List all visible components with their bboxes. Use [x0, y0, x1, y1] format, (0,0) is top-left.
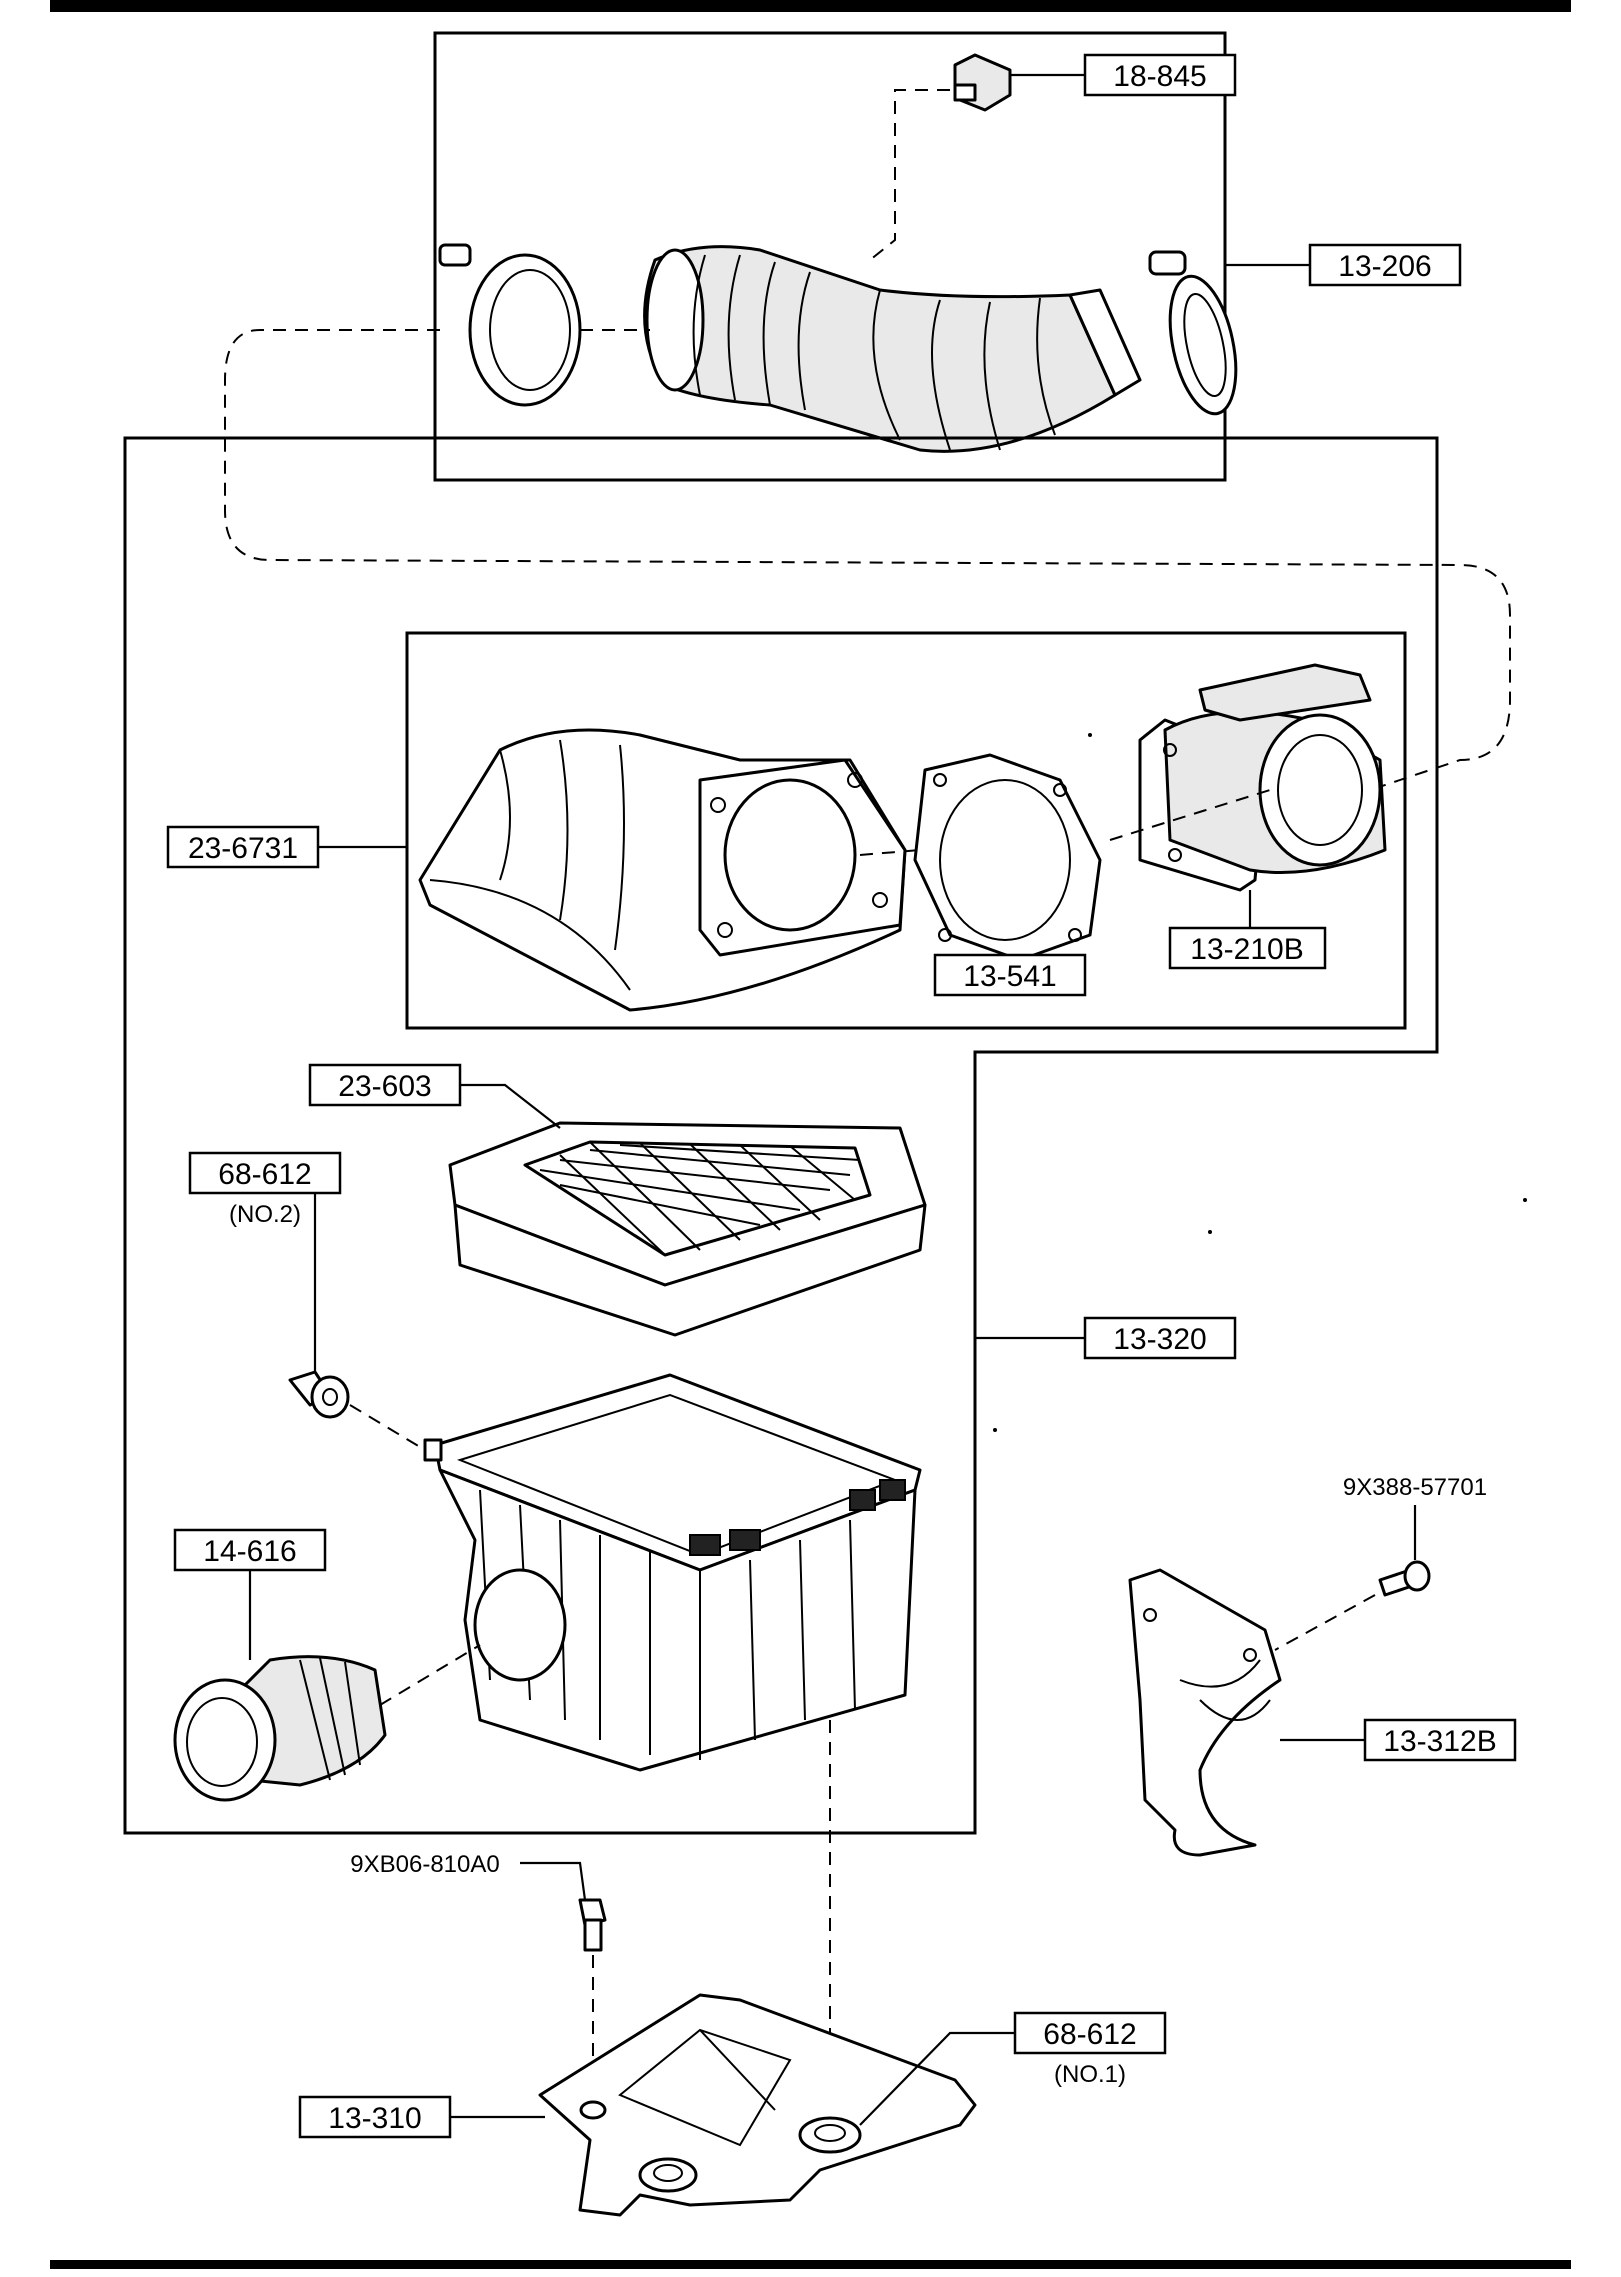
- label-23-603: 23-603: [338, 1070, 431, 1103]
- gasket-center-line: [859, 849, 921, 856]
- grommet-no2: [288, 1370, 350, 1419]
- label-18-845-box: [1083, 53, 1237, 97]
- label-68-612-no2-box: [188, 1151, 342, 1195]
- resonator-line: [379, 1644, 481, 1706]
- label-23-603-leader: [460, 1083, 561, 1129]
- label-14-616-box: [173, 1528, 327, 1572]
- label-13-320-box: [1083, 1316, 1237, 1360]
- air-temperature-sensor: [953, 53, 1012, 112]
- duct-clamp-right: [1148, 250, 1238, 416]
- mass-air-flow-sensor: [1138, 663, 1387, 892]
- maf-center-line: [1109, 789, 1271, 841]
- label-68-612-no2-sub: (NO.2): [229, 1201, 301, 1228]
- speck: [1088, 733, 1092, 737]
- air-cleaner-frame: [123, 436, 1439, 1835]
- mounting-tray: [538, 1993, 977, 2217]
- label-68-612-no2: 68-612: [218, 1158, 311, 1191]
- air-cleaner-case: [423, 1373, 922, 1772]
- label-13-210B-box: [1168, 926, 1327, 970]
- intake-resonator: [173, 1655, 387, 1802]
- label-13-310: 13-310: [328, 2102, 421, 2135]
- cover-group-frame: [405, 631, 1407, 1030]
- label-9XB06-810A0: 9XB06-810A0: [350, 1851, 499, 1878]
- label-13-210B: 13-210B: [1190, 933, 1303, 966]
- label-13-206: 13-206: [1338, 250, 1431, 283]
- label-14-616: 14-616: [203, 1535, 296, 1568]
- screw-9X388-line: [1274, 1594, 1376, 1651]
- duct-clamp-left: [438, 243, 582, 407]
- duct-group-frame: [433, 31, 1227, 482]
- air-duct: [643, 245, 1142, 453]
- top-rule: [50, 0, 1571, 12]
- label-23-603-box: [308, 1063, 462, 1107]
- label-18-845: 18-845: [1113, 60, 1206, 93]
- label-68-612-no1-leader: [859, 2031, 1015, 2126]
- air-cleaner-cover: [418, 728, 907, 1012]
- bolt-9XB06: [578, 1898, 607, 1952]
- label-68-612-no1-sub: (NO.1): [1054, 2061, 1126, 2088]
- cover-gasket: [913, 753, 1102, 962]
- air-filter-element: [448, 1121, 927, 1337]
- label-9XB06-leader: [520, 1861, 587, 1901]
- label-13-320: 13-320: [1113, 1323, 1206, 1356]
- label-13-312B: 13-312B: [1383, 1725, 1496, 1758]
- label-23-6731: 23-6731: [188, 832, 298, 865]
- label-13-541-box: [933, 953, 1087, 997]
- grommet-no2-line: [349, 1404, 426, 1451]
- sensor-lead: [869, 89, 950, 261]
- label-68-612-no1: 68-612: [1043, 2018, 1136, 2051]
- label-23-6731-box: [166, 825, 320, 869]
- label-9X388-57701: 9X388-57701: [1343, 1474, 1487, 1501]
- label-13-310-box: [298, 2095, 452, 2139]
- bracket: [1128, 1568, 1282, 1857]
- label-13-312B-box: [1363, 1718, 1517, 1762]
- bottom-rule: [50, 2260, 1571, 2269]
- duct-route-line: [224, 329, 1511, 791]
- speck: [1523, 1198, 1527, 1202]
- label-13-541: 13-541: [963, 960, 1056, 993]
- speck: [993, 1428, 997, 1432]
- speck: [1208, 1230, 1212, 1234]
- label-13-206-box: [1308, 243, 1462, 287]
- screw-9X388: [1378, 1560, 1431, 1597]
